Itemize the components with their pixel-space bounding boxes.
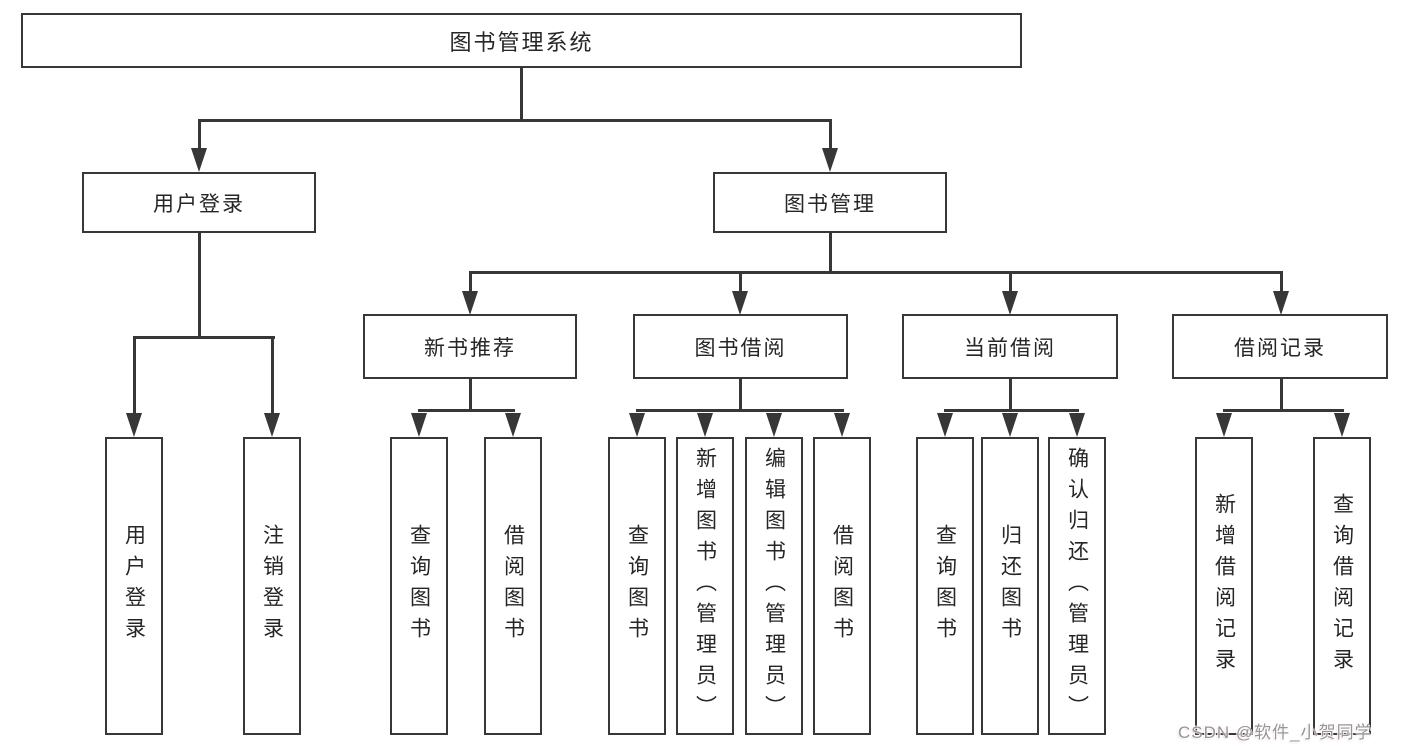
- connector-login-stem: [197, 233, 201, 338]
- arrowhead-down-icon: [126, 413, 142, 437]
- leaf-return-book-label: 归还图书: [998, 524, 1022, 648]
- leaf-add-book-admin-label: 新增图书（管理员）: [693, 446, 717, 726]
- node-current-borrow: 当前借阅: [902, 314, 1118, 379]
- connector-newbook-stem: [468, 379, 472, 411]
- leaf-borrow-books: 借阅图书: [813, 437, 871, 735]
- node-book-borrow: 图书借阅: [633, 314, 848, 379]
- connector-newbook-hline: [417, 409, 515, 412]
- connector-drop-user-login: [197, 119, 201, 151]
- connector-borrowrecords-stem: [1279, 379, 1283, 411]
- leaf-edit-book-admin-label: 编辑图书（管理员）: [762, 446, 786, 726]
- node-book-management-label: 图书管理: [784, 192, 876, 216]
- connector-drop-book-management: [828, 119, 832, 151]
- node-root: 图书管理系统: [21, 13, 1022, 68]
- node-borrow-records-label: 借阅记录: [1234, 336, 1326, 360]
- leaf-query-borrow-record-label: 查询借阅记录: [1330, 493, 1354, 679]
- leaf-borrow-books-recommend: 借阅图书: [484, 437, 542, 735]
- leaf-edit-book-admin: 编辑图书（管理员）: [745, 437, 803, 735]
- leaf-query-books-borrow-label: 查询图书: [625, 524, 649, 648]
- node-user-login-label: 用户登录: [153, 192, 245, 216]
- arrowhead-down-icon: [1334, 413, 1350, 437]
- node-book-management: 图书管理: [713, 172, 947, 233]
- arrowhead-down-icon: [822, 148, 838, 172]
- connector-drop-borrow-records: [1279, 271, 1283, 293]
- node-book-borrow-label: 图书借阅: [694, 336, 787, 360]
- node-user-login: 用户登录: [82, 172, 316, 233]
- arrowhead-down-icon: [505, 413, 521, 437]
- leaf-query-borrow-record: 查询借阅记录: [1313, 437, 1371, 735]
- leaf-user-login: 用户登录: [105, 437, 163, 735]
- connector-bookborrow-hline: [635, 409, 844, 412]
- leaf-confirm-return-admin: 确认归还（管理员）: [1048, 437, 1106, 735]
- leaf-user-login-label: 用户登录: [122, 524, 146, 648]
- connector-mgmt-stem: [828, 233, 832, 274]
- arrowhead-down-icon: [732, 291, 748, 315]
- arrowhead-down-icon: [191, 148, 207, 172]
- arrowhead-down-icon: [1069, 413, 1085, 437]
- leaf-confirm-return-admin-label: 确认归还（管理员）: [1065, 446, 1089, 726]
- leaf-add-book-admin: 新增图书（管理员）: [676, 437, 734, 735]
- leaf-borrow-books-label: 借阅图书: [830, 524, 854, 648]
- arrowhead-down-icon: [411, 413, 427, 437]
- leaf-return-book: 归还图书: [981, 437, 1039, 735]
- arrowhead-down-icon: [1002, 413, 1018, 437]
- arrowhead-down-icon: [1273, 291, 1289, 315]
- leaf-query-books-borrow: 查询图书: [608, 437, 666, 735]
- leaf-query-books-recommend-label: 查询图书: [407, 524, 431, 648]
- arrowhead-down-icon: [1002, 291, 1018, 315]
- connector-drop-current-borrow: [1008, 271, 1012, 293]
- leaf-logout: 注销登录: [243, 437, 301, 735]
- watermark: CSDN @软件_小贺同学: [1178, 723, 1373, 742]
- connector-root-hline: [197, 119, 832, 122]
- leaf-query-books-current-label: 查询图书: [933, 524, 957, 648]
- arrowhead-down-icon: [766, 413, 782, 437]
- arrowhead-down-icon: [629, 413, 645, 437]
- leaf-query-books-recommend: 查询图书: [390, 437, 448, 735]
- node-borrow-records: 借阅记录: [1172, 314, 1388, 379]
- arrowhead-down-icon: [697, 413, 713, 437]
- connector-bookborrow-stem: [738, 379, 742, 411]
- connector-login-hline: [132, 336, 275, 339]
- node-root-label: 图书管理系统: [449, 29, 594, 55]
- arrowhead-down-icon: [462, 291, 478, 315]
- leaf-borrow-books-recommend-label: 借阅图书: [501, 524, 525, 648]
- connector-drop-leaf-login: [132, 336, 136, 413]
- node-new-book-recommend-label: 新书推荐: [424, 336, 516, 360]
- node-current-borrow-label: 当前借阅: [964, 336, 1056, 360]
- leaf-logout-label: 注销登录: [260, 524, 284, 648]
- leaf-add-borrow-record: 新增借阅记录: [1195, 437, 1253, 735]
- leaf-query-books-current: 查询图书: [916, 437, 974, 735]
- arrowhead-down-icon: [1216, 413, 1232, 437]
- connector-drop-book-borrow: [738, 271, 742, 293]
- connector-mgmt-hline: [468, 271, 1283, 274]
- arrowhead-down-icon: [937, 413, 953, 437]
- arrowhead-down-icon: [264, 413, 280, 437]
- connector-currentborrow-hline: [943, 409, 1079, 412]
- connector-drop-new-book: [468, 271, 472, 293]
- arrowhead-down-icon: [834, 413, 850, 437]
- leaf-add-borrow-record-label: 新增借阅记录: [1212, 493, 1236, 679]
- connector-currentborrow-stem: [1008, 379, 1012, 411]
- node-new-book-recommend: 新书推荐: [363, 314, 577, 379]
- connector-borrowrecords-hline: [1222, 409, 1344, 412]
- connector-drop-leaf-logout: [270, 336, 274, 413]
- connector-root-stem: [519, 68, 523, 121]
